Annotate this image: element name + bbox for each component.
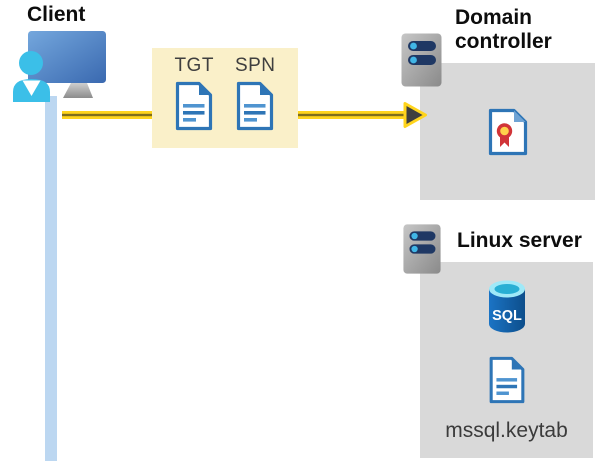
sql-icon-label: SQL <box>492 308 522 324</box>
credentials-box: TGT SPN <box>152 48 298 148</box>
spn-label: SPN <box>234 55 276 76</box>
domain-controller-server-icon <box>401 33 442 87</box>
person-icon <box>13 51 50 102</box>
certificate-icon <box>488 108 527 155</box>
tgt-token: TGT <box>174 55 214 148</box>
sql-database-icon: SQL <box>488 280 525 333</box>
linux-server-box: SQL mssql.keytab <box>420 262 593 458</box>
spn-token: SPN <box>235 55 276 148</box>
monitor-icon <box>28 31 106 83</box>
linux-server-label: Linux server <box>457 229 582 252</box>
client-icon <box>13 31 106 102</box>
keytab-document-icon <box>489 356 524 404</box>
client-label: Client <box>27 3 86 26</box>
domain-controller-label: Domain controller <box>455 6 552 53</box>
arrow-head-icon <box>403 102 427 128</box>
monitor-stand <box>63 83 93 98</box>
spn-document-icon <box>237 81 274 131</box>
tgt-label: TGT <box>174 55 214 76</box>
domain-controller-box <box>420 63 595 200</box>
linux-server-icon <box>403 224 441 274</box>
keytab-filename-label: mssql.keytab <box>445 419 568 442</box>
tgt-document-icon <box>176 81 213 131</box>
client-lifeline <box>45 96 57 461</box>
